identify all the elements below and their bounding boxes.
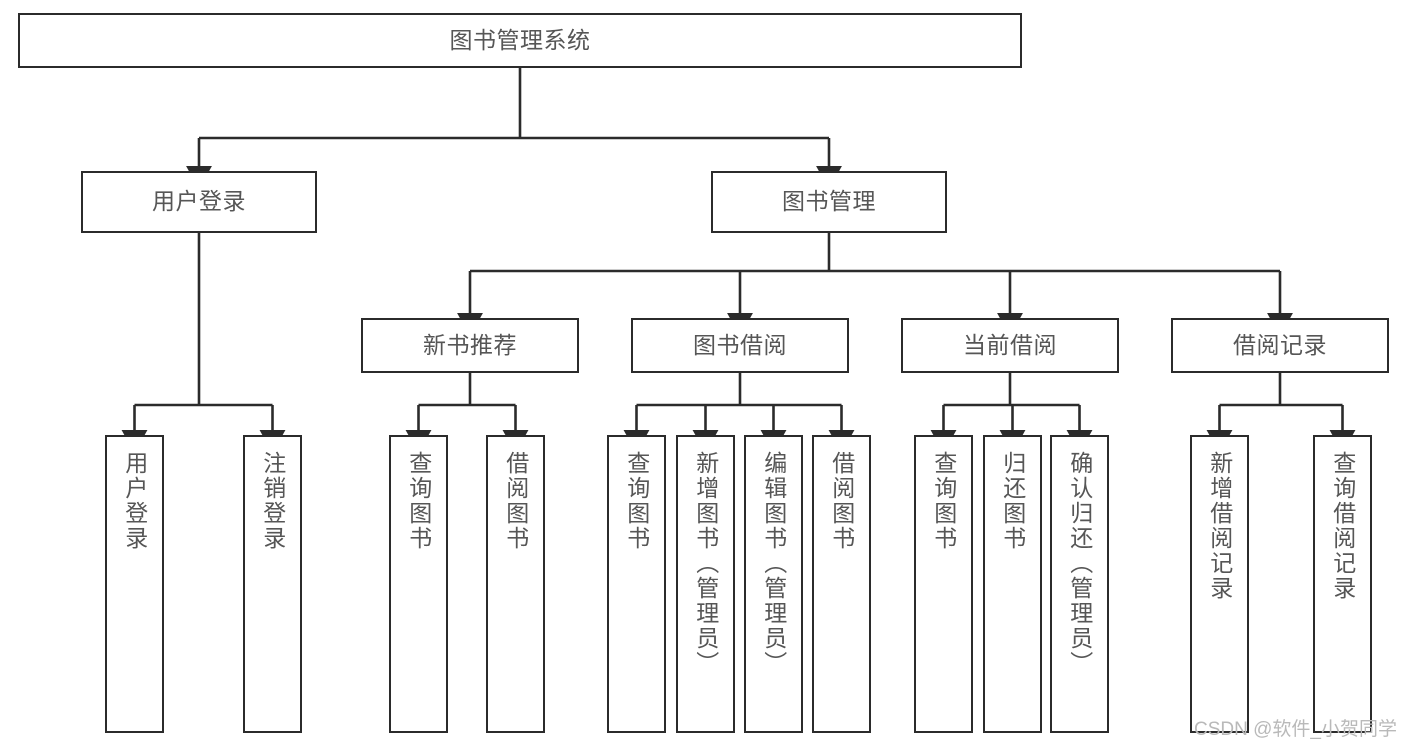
node-leaf-user-login[interactable]: 用户登录 bbox=[105, 435, 164, 733]
node-label: 借阅记录 bbox=[1233, 331, 1327, 358]
node-leaf-bb-add[interactable]: 新增图书（管理员） bbox=[676, 435, 735, 733]
node-label: 图书管理 bbox=[782, 188, 876, 215]
node-book-borrow[interactable]: 图书借阅 bbox=[631, 318, 849, 373]
node-leaf-bb-query[interactable]: 查询图书 bbox=[607, 435, 666, 733]
node-label: 用户登录 bbox=[121, 451, 148, 551]
watermark-text: CSDN @软件_小贺同学 bbox=[1194, 719, 1397, 740]
node-label: 查询图书 bbox=[405, 451, 432, 551]
node-leaf-bb-borrow[interactable]: 借阅图书 bbox=[812, 435, 871, 733]
node-book-manage[interactable]: 图书管理 bbox=[711, 171, 947, 233]
node-user-login[interactable]: 用户登录 bbox=[81, 171, 317, 233]
node-label: 用户登录 bbox=[152, 188, 246, 215]
node-label: 查询借阅记录 bbox=[1329, 451, 1356, 601]
node-leaf-user-logout[interactable]: 注销登录 bbox=[243, 435, 302, 733]
node-label: 归还图书 bbox=[999, 451, 1026, 551]
node-leaf-cb-confirm[interactable]: 确认归还（管理员） bbox=[1050, 435, 1109, 733]
node-borrow-record[interactable]: 借阅记录 bbox=[1171, 318, 1389, 373]
node-leaf-br-query[interactable]: 查询借阅记录 bbox=[1313, 435, 1372, 733]
node-label: 注销登录 bbox=[259, 451, 286, 551]
node-label: 确认归还（管理员） bbox=[1066, 451, 1093, 676]
node-leaf-rec-query[interactable]: 查询图书 bbox=[389, 435, 448, 733]
node-label: 新增借阅记录 bbox=[1206, 451, 1233, 601]
node-leaf-cb-return[interactable]: 归还图书 bbox=[983, 435, 1042, 733]
node-label: 当前借阅 bbox=[963, 331, 1057, 358]
node-new-book-rec[interactable]: 新书推荐 bbox=[361, 318, 579, 373]
node-leaf-rec-borrow[interactable]: 借阅图书 bbox=[486, 435, 545, 733]
node-label: 借阅图书 bbox=[828, 451, 855, 551]
node-leaf-cb-query[interactable]: 查询图书 bbox=[914, 435, 973, 733]
node-leaf-br-add[interactable]: 新增借阅记录 bbox=[1190, 435, 1249, 733]
node-label: 新增图书（管理员） bbox=[692, 451, 719, 676]
node-label: 编辑图书（管理员） bbox=[760, 451, 787, 676]
node-current-borrow[interactable]: 当前借阅 bbox=[901, 318, 1119, 373]
node-root[interactable]: 图书管理系统 bbox=[18, 13, 1022, 68]
node-label: 借阅图书 bbox=[502, 451, 529, 551]
node-label: 图书管理系统 bbox=[449, 26, 591, 53]
node-label: 查询图书 bbox=[623, 451, 650, 551]
node-label: 查询图书 bbox=[930, 451, 957, 551]
node-label: 图书借阅 bbox=[693, 331, 787, 358]
node-label: 新书推荐 bbox=[423, 331, 517, 358]
node-leaf-bb-edit[interactable]: 编辑图书（管理员） bbox=[744, 435, 803, 733]
